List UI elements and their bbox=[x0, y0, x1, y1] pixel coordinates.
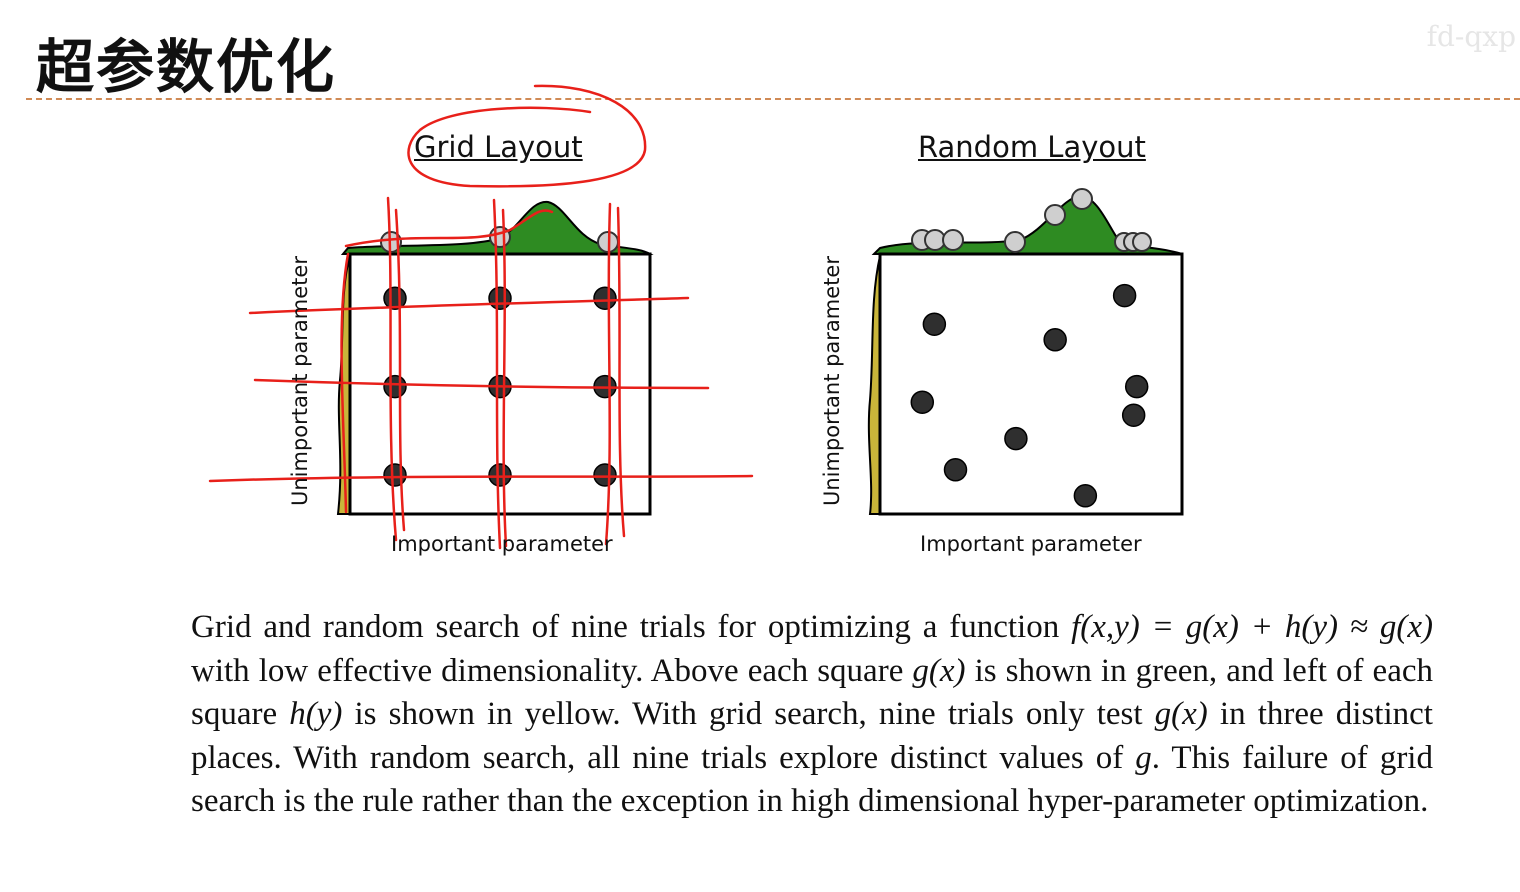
watermark: fd-qxp bbox=[1426, 20, 1516, 53]
annotation-vertical-line bbox=[492, 198, 502, 550]
trial-point bbox=[1004, 426, 1028, 451]
caption-math: g bbox=[1135, 739, 1152, 776]
red-annotations bbox=[208, 84, 754, 550]
trial-point bbox=[383, 463, 407, 487]
caption-math: f(x,y) = g(x) + h(y) ≈ g(x) bbox=[1071, 609, 1433, 645]
trial-point bbox=[1043, 328, 1067, 352]
caption-text: Grid and random search of nine trials fo… bbox=[191, 609, 1072, 645]
caption-text: is shown in yellow. With grid search, ni… bbox=[342, 696, 1155, 732]
caption-text: . This failure of grid search is the rul… bbox=[191, 739, 1433, 820]
title-divider bbox=[26, 98, 1520, 100]
grid-layout-title: Grid Layout bbox=[414, 130, 583, 164]
annotation-top-scribble bbox=[344, 209, 554, 248]
trial-point bbox=[1112, 283, 1137, 308]
trial-point bbox=[593, 463, 617, 487]
annotation-horizontal-line bbox=[248, 296, 690, 315]
trial-point bbox=[383, 374, 407, 399]
trial-point bbox=[488, 463, 512, 487]
annotation-vertical-line bbox=[394, 208, 406, 532]
grid-x-axis-label: Important parameter bbox=[391, 532, 613, 556]
random-panel bbox=[867, 188, 1184, 516]
random-g-marker bbox=[1071, 188, 1093, 210]
annotation-vertical-line bbox=[604, 202, 612, 546]
random-g-marker bbox=[1132, 232, 1152, 252]
caption-math: h(y) bbox=[289, 696, 343, 732]
slide-title: 超参数优化 bbox=[36, 33, 337, 101]
caption-text: is shown in green, and left of each squa… bbox=[191, 652, 1433, 733]
caption-text: with low effective dimensionality. Above… bbox=[191, 652, 913, 689]
trial-point bbox=[922, 312, 947, 336]
trial-point bbox=[943, 458, 968, 482]
caption-text: in three distinct places. With random se… bbox=[191, 696, 1433, 776]
trial-point bbox=[1073, 484, 1098, 508]
annotation-left-scribble bbox=[340, 252, 350, 514]
random-g-marker bbox=[1004, 231, 1026, 253]
caption-math: g(x) bbox=[912, 652, 966, 689]
random-g-markers bbox=[911, 188, 1152, 253]
random-g-marker bbox=[942, 229, 964, 251]
annotation-vertical-line bbox=[616, 206, 626, 538]
grid-panel bbox=[208, 84, 754, 550]
random-x-axis-label: Important parameter bbox=[920, 532, 1142, 556]
grid-y-axis-label: Unimportant parameter bbox=[288, 256, 312, 506]
annotation-horizontal-line bbox=[253, 378, 710, 390]
random-y-axis-label: Unimportant parameter bbox=[820, 256, 844, 506]
caption-math: g(x) bbox=[1154, 696, 1208, 732]
trial-point bbox=[593, 286, 617, 310]
annotation-vertical-line bbox=[501, 208, 508, 548]
trial-point bbox=[1121, 403, 1146, 427]
random-layout-title: Random Layout bbox=[918, 130, 1146, 164]
annotation-title-circle bbox=[407, 84, 647, 188]
annotation-horizontal-line bbox=[208, 474, 754, 483]
figure-caption: Grid and random search of nine trials fo… bbox=[191, 606, 1433, 824]
trial-point bbox=[910, 390, 935, 414]
trial-point bbox=[488, 286, 512, 310]
random-h-curve bbox=[867, 255, 881, 515]
random-g-marker bbox=[1044, 204, 1066, 226]
trial-point bbox=[1124, 374, 1149, 399]
